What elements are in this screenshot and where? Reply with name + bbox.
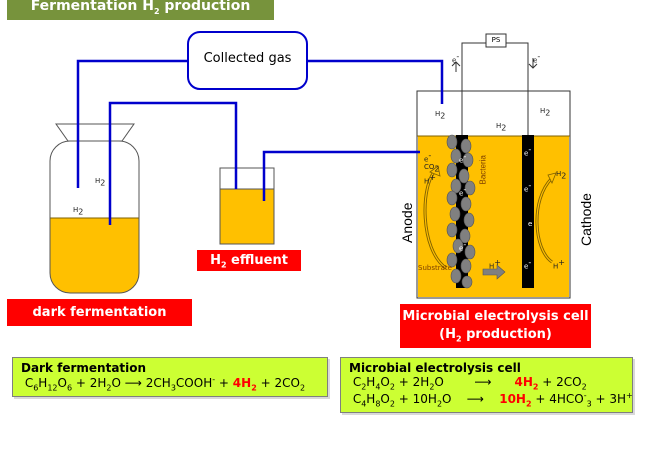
vessel-liquid — [50, 218, 139, 293]
dark-fermentation-label: dark fermentation — [7, 299, 192, 326]
h2-label-fermenter-2: H2 — [73, 206, 84, 217]
electron-cathode-1: e- — [524, 145, 532, 158]
bacteria-label: Bacteria — [478, 155, 488, 185]
beaker-liquid — [219, 188, 275, 245]
collected-gas-label: Collected gas — [203, 51, 292, 66]
electron-anode-2: e- — [459, 185, 467, 198]
mec-label: Microbial electrolysis cell (H2 producti… — [400, 304, 591, 348]
power-supply-label: PS — [491, 36, 501, 44]
electron-cathode-3: e — [528, 220, 533, 228]
h2-label-fermenter-1: H2 — [95, 177, 106, 188]
cathode-h-plus: H+ — [553, 258, 565, 271]
mec-equation-row-2: C4H8O2 + 10H2O ⟶ 10H2 + 4HCO-3 + 3H+ — [349, 391, 633, 409]
substrate-label: Substrate — [418, 264, 452, 272]
dark-fermentation-vessel — [49, 123, 140, 294]
electron-label-cathode-wire: e- — [533, 52, 541, 65]
h2-label-mec-right: H2 — [540, 107, 551, 118]
electron-label-anode-wire: e- — [452, 52, 460, 65]
mec-equation-box: Microbial electrolysis cell C2H4O2 + 2H2… — [340, 357, 633, 413]
effluent-beaker — [219, 167, 275, 245]
dark-fermentation-equation: C6H12O6 + 2H2O ⟶ 2CH3COOH- + 4H2 + 2CO2 — [21, 375, 306, 393]
mec-cell — [416, 33, 571, 299]
gas-pipes — [76, 59, 444, 225]
h2-label-mec-left: H2 — [435, 110, 446, 121]
electron-up-arrow — [451, 61, 461, 72]
h2-effluent-label: H2 effluent — [197, 250, 301, 271]
vessel-funnel — [55, 123, 135, 142]
bacteria-cluster — [446, 134, 476, 289]
h-plus-transfer-label: H+ — [489, 258, 501, 271]
power-supply-box — [485, 33, 507, 48]
electron-cathode-4: e- — [524, 258, 532, 271]
proton-transfer-arrow — [482, 264, 506, 280]
collected-gas-box — [187, 31, 308, 90]
dark-fermentation-equation-title: Dark fermentation — [21, 361, 147, 375]
cathode-electrode — [522, 135, 534, 288]
electron-down-arrow — [528, 58, 538, 69]
cathode-label: Cathode — [578, 193, 594, 246]
pipe-fermenter-to-beaker — [108, 101, 238, 225]
title-banner: Fermentation H2 production — [7, 0, 274, 20]
pipe-fermenter-to-gas — [76, 59, 188, 188]
anode-label: Anode — [399, 202, 415, 243]
electron-anode-3: e- — [459, 240, 467, 253]
cathode-h2-product: H2 — [556, 170, 567, 181]
mec-equation-title: Microbial electrolysis cell — [349, 361, 521, 375]
pipe-gas-to-mec — [307, 59, 444, 104]
title-text: Fermentation H — [30, 0, 154, 14]
pipe-beaker-to-mec — [262, 150, 420, 201]
mec-equation-row-1: C2H4O2 + 2H2O ⟶ 4H2 + 2CO2 — [349, 375, 587, 392]
anode-products: e- CO2 H+ — [424, 151, 440, 186]
electron-cathode-2: e- — [524, 181, 532, 194]
h2-label-mec-middle: H2 — [496, 122, 507, 133]
dark-fermentation-equation-box: Dark fermentation C6H12O6 + 2H2O ⟶ 2CH3C… — [12, 357, 328, 397]
electron-anode-1: e- — [459, 152, 467, 165]
